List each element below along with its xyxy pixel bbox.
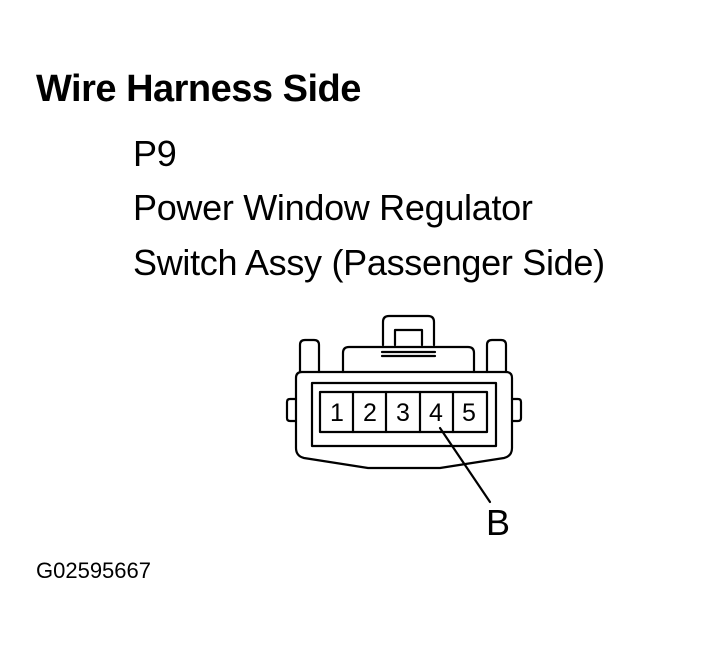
- figure-id: G02595667: [36, 558, 151, 583]
- diagram-title: Wire Harness Side: [36, 68, 361, 110]
- pin-row-frame: [318, 390, 489, 434]
- pin-5-label: 5: [462, 399, 476, 427]
- pin-2-label: 2: [363, 399, 377, 427]
- connector-housing: [294, 370, 514, 470]
- connector-latch: [381, 314, 436, 347]
- callout-leader-line: [438, 426, 492, 504]
- connector-guide-left: [298, 338, 321, 374]
- connector-code: P9: [133, 133, 177, 174]
- pin-4-label: 4: [429, 399, 443, 427]
- pin-1-label: 1: [330, 399, 344, 427]
- connector-tab-right: [510, 397, 523, 423]
- callout-label: B: [486, 502, 510, 543]
- connector-inner-housing: [310, 381, 498, 448]
- connector-name-line2: Switch Assy (Passenger Side): [133, 242, 605, 283]
- connector-tab-left: [285, 397, 298, 423]
- connector-shoulder: [341, 345, 476, 374]
- connector-name-line1: Power Window Regulator: [133, 187, 533, 228]
- connector-guide-right: [485, 338, 508, 374]
- pin-3-label: 3: [396, 399, 410, 427]
